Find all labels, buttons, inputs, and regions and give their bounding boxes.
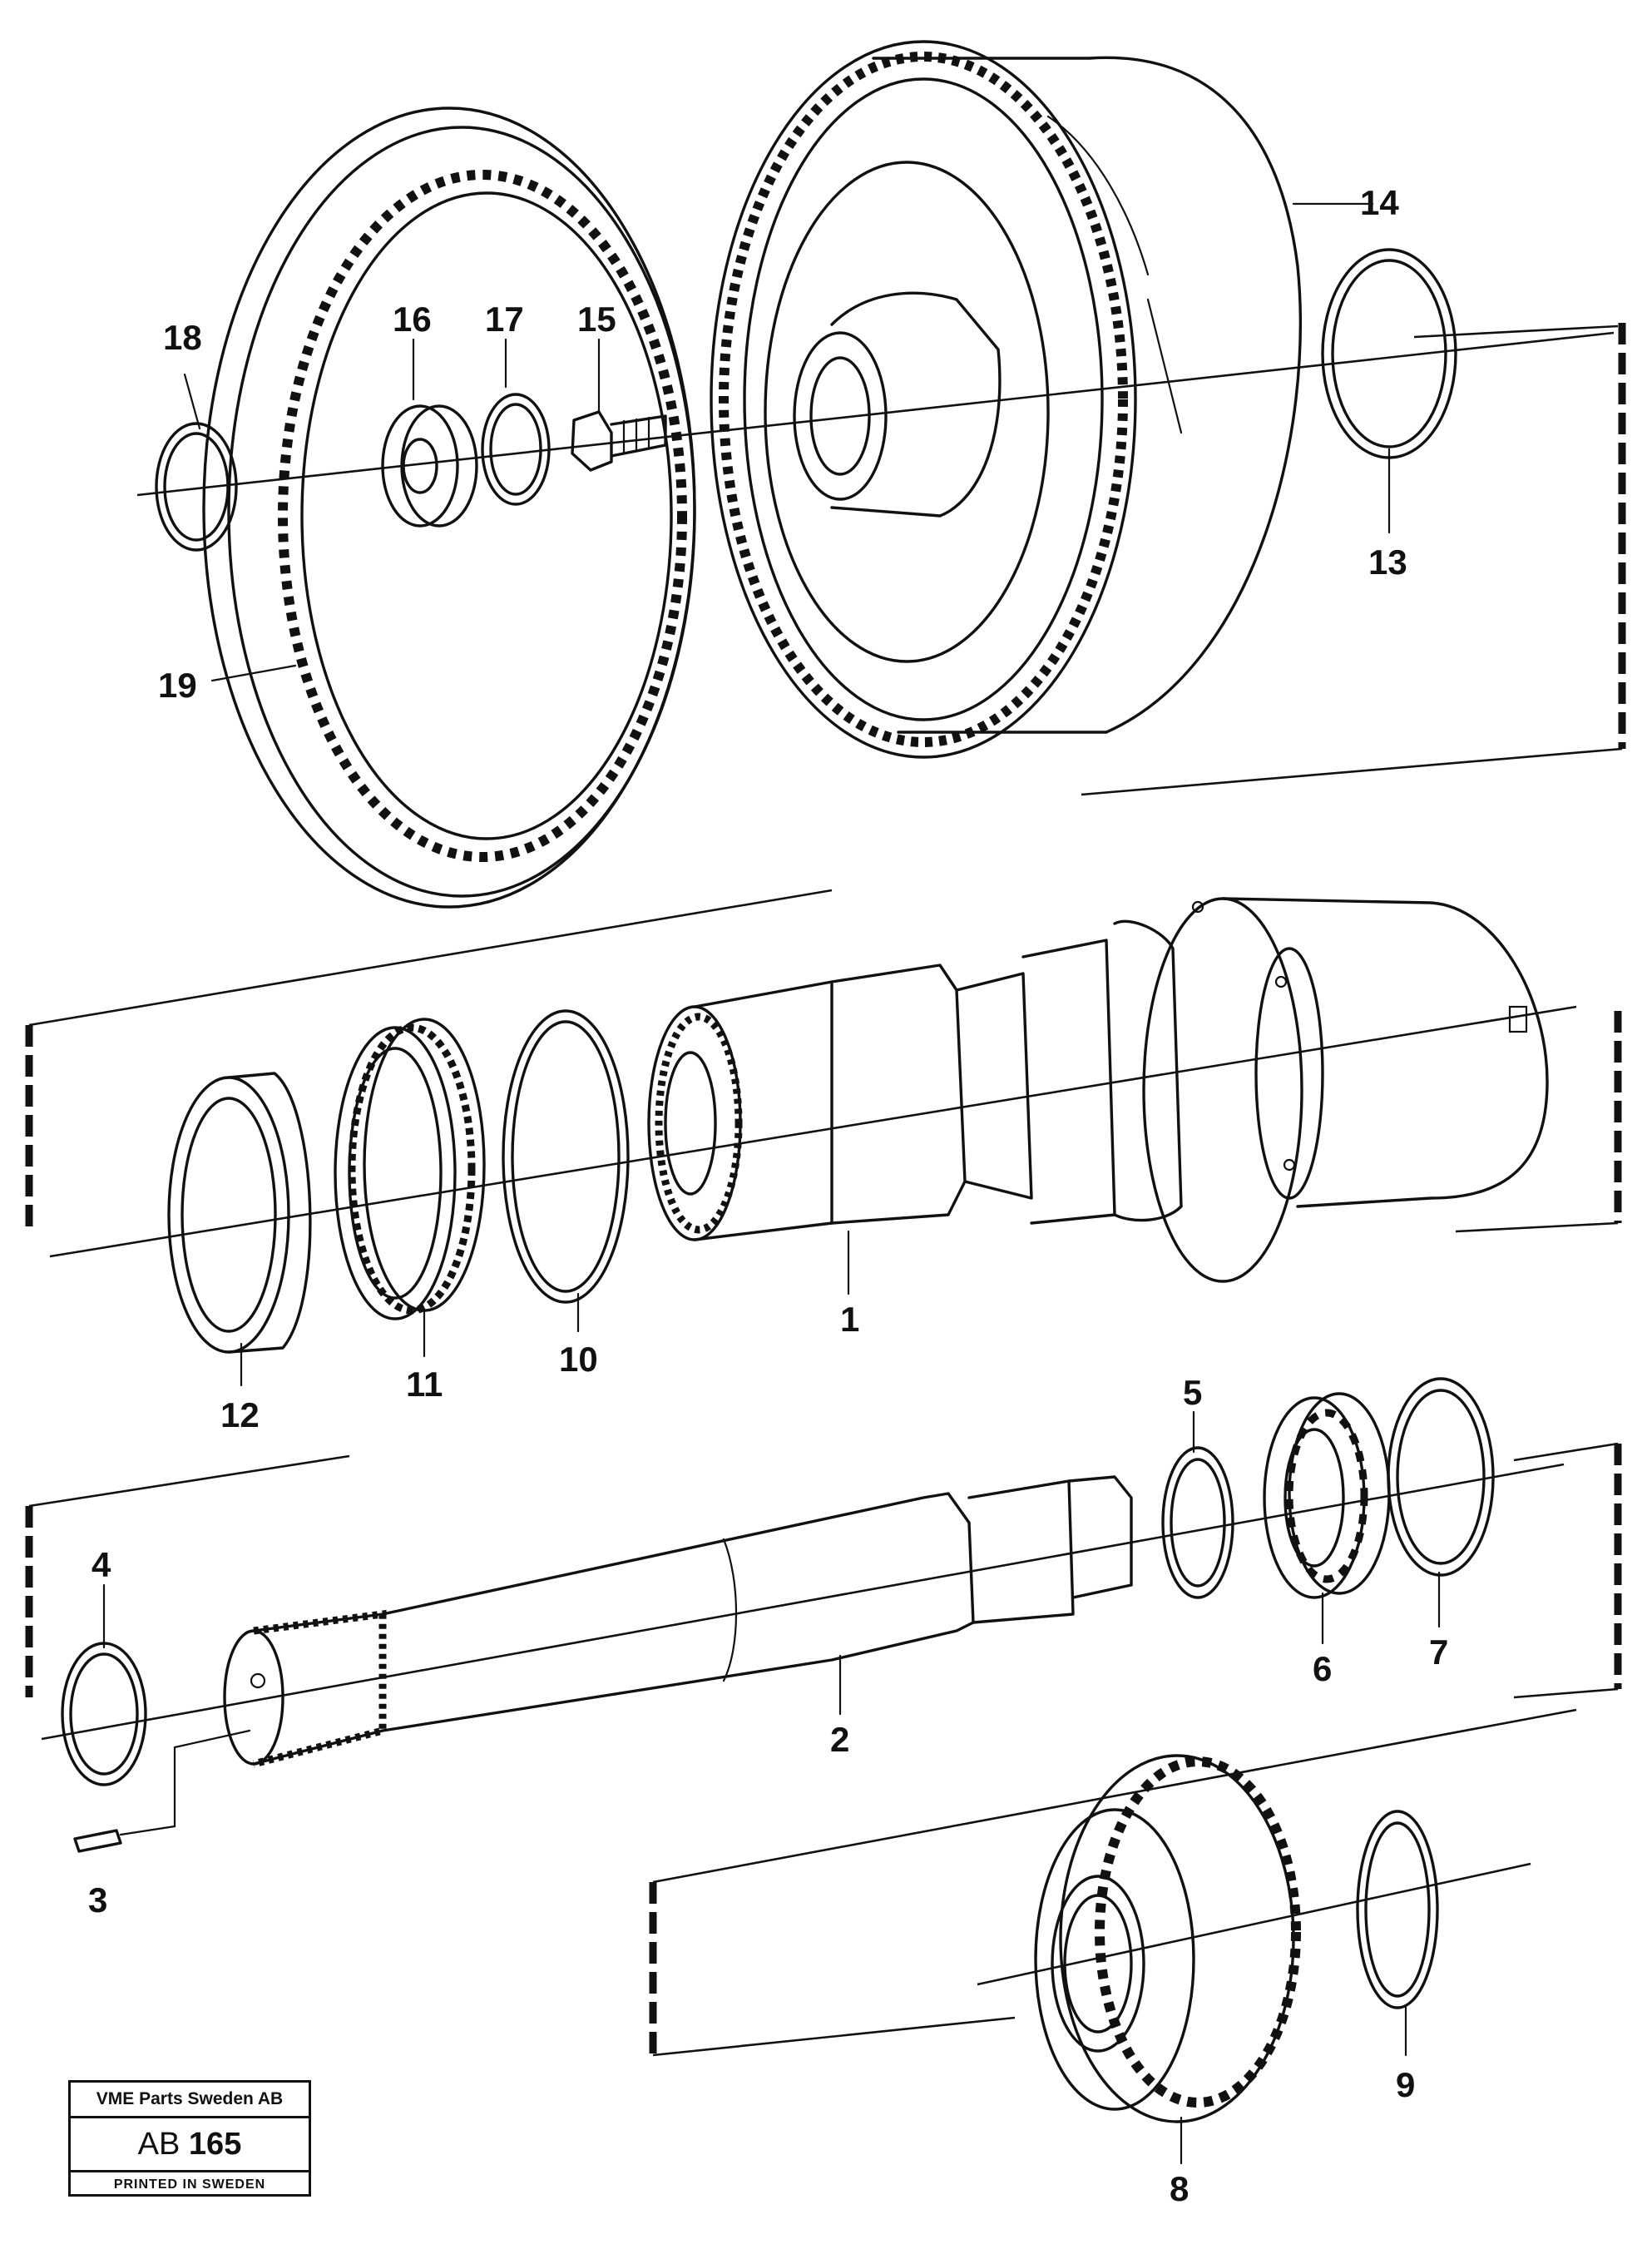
- callout-19: 19: [158, 666, 197, 705]
- stamp-code: AB 165: [71, 2118, 309, 2172]
- callout-14: 14: [1360, 183, 1399, 222]
- group-frame-bottom: [1081, 747, 1623, 796]
- top-assembly-group: [136, 40, 1626, 909]
- callout-2: 2: [830, 1720, 849, 1759]
- part-4-circlip: [61, 1642, 147, 1786]
- callout-8: 8: [1170, 2169, 1189, 2208]
- part-10-o-ring: [502, 1009, 630, 1304]
- bottom-assembly-group: [649, 1708, 1577, 2123]
- stamp-company: VME Parts Sweden AB: [71, 2083, 309, 2118]
- callout-5: 5: [1183, 1373, 1202, 1412]
- middle-center-axis: [49, 1005, 1577, 1258]
- part-8-gear: [1034, 1754, 1301, 2123]
- lower-frame-top: [28, 1454, 350, 1508]
- callout-16: 16: [393, 300, 432, 339]
- callout-10: 10: [559, 1340, 598, 1379]
- callout-12: 12: [220, 1395, 260, 1434]
- callout-15: 15: [577, 300, 616, 339]
- lower-center-axis: [41, 1463, 1565, 1741]
- middle-frame-top: [28, 889, 833, 1027]
- callout-9: 9: [1396, 2065, 1415, 2104]
- bottom-center-axis: [977, 1862, 1531, 1986]
- part-14-converter-housing: [710, 40, 1303, 759]
- part-9-circlip: [1356, 1810, 1439, 2009]
- group-frame-top: [1413, 324, 1619, 339]
- part-2-input-shaft: [223, 1475, 1133, 1768]
- bottom-frame-bottom: [652, 2016, 1016, 2057]
- part-19-ring-gear: [202, 107, 696, 909]
- part-15-bolt: [571, 410, 667, 472]
- callout-17: 17: [485, 300, 524, 339]
- callout-3: 3: [88, 1880, 107, 1920]
- catalog-stamp: VME Parts Sweden AB AB 165 PRINTED IN SW…: [68, 2080, 311, 2197]
- callout-18: 18: [163, 318, 202, 357]
- stamp-code-number: 165: [188, 2127, 242, 2162]
- bottom-frame-top: [652, 1708, 1577, 1884]
- lower-assembly-group: [25, 1377, 1622, 1853]
- part-3-pin: [73, 1729, 251, 1853]
- callout-1: 1: [840, 1300, 859, 1339]
- lower-frame-top-right: [1513, 1442, 1619, 1462]
- part-13-snap-ring: [1321, 248, 1457, 459]
- part-1-turbine-shaft: [647, 897, 1549, 1283]
- part-5-spacer-ring: [1161, 1446, 1234, 1599]
- stamp-printed: PRINTED IN SWEDEN: [113, 2177, 266, 2192]
- callout-11: 11: [406, 1365, 443, 1404]
- part-11-splined-ring: [334, 1018, 486, 1320]
- callout-7: 7: [1429, 1632, 1448, 1672]
- callout-4: 4: [92, 1545, 111, 1584]
- part-6-ball-bearing: [1263, 1392, 1391, 1599]
- part-7-circlip: [1387, 1377, 1495, 1577]
- leader-lines: [102, 202, 1441, 2165]
- middle-assembly-group: [25, 889, 1622, 1354]
- callout-6: 6: [1313, 1649, 1332, 1688]
- callout-labels: 14 13 18 16 17 15 19 1 10 11 12 2 3 4 5 …: [88, 183, 1448, 2208]
- part-18-ring: [155, 422, 238, 552]
- lower-frame-bottom-right: [1513, 1687, 1619, 1699]
- leader-19: [210, 664, 297, 682]
- middle-frame-bottom-right: [1455, 1221, 1619, 1233]
- stamp-code-prefix: AB: [137, 2127, 181, 2162]
- part-12-sleeve: [167, 1072, 312, 1354]
- part-17-o-ring: [481, 393, 551, 506]
- part-16-bushing: [381, 404, 478, 528]
- callout-13: 13: [1368, 542, 1407, 582]
- leader-18: [183, 373, 201, 430]
